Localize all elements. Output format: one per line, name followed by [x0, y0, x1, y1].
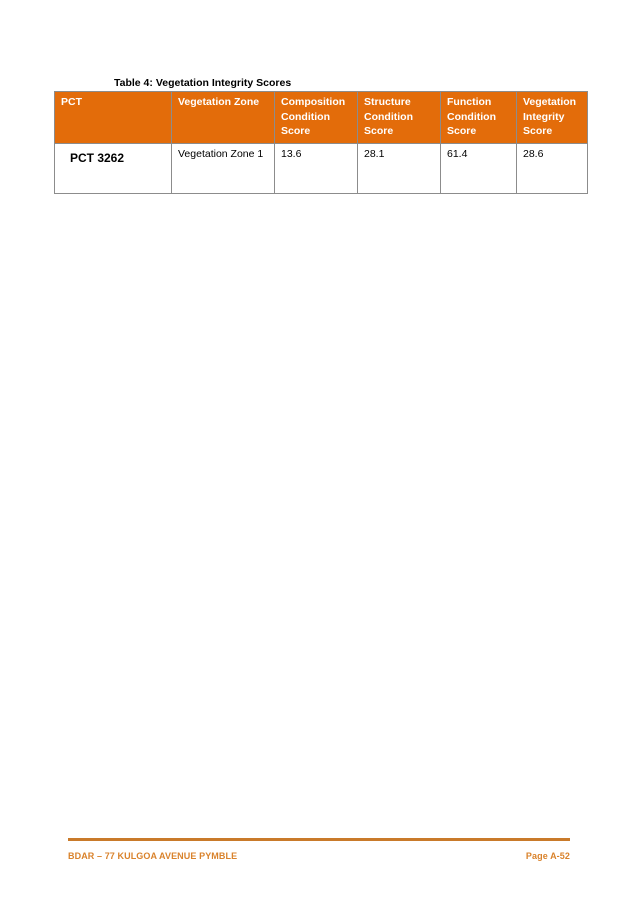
footer-page-number: Page A-52: [525, 851, 570, 861]
vegetation-integrity-table: PCT Vegetation Zone Composition Conditio…: [54, 91, 588, 194]
table-row: PCT 3262 Vegetation Zone 1 13.6 28.1 61.…: [54, 142, 588, 194]
cell-pct: PCT 3262: [54, 142, 172, 194]
column-header-function-score: Function Condition Score: [440, 91, 517, 144]
cell-function-score: 61.4: [440, 142, 517, 194]
column-header-pct: PCT: [54, 91, 172, 144]
cell-composition-score: 13.6: [274, 142, 358, 194]
cell-vegetation-zone: Vegetation Zone 1: [171, 142, 275, 194]
cell-vegetation-integrity-score: 28.6: [516, 142, 588, 194]
column-header-structure-score: Structure Condition Score: [357, 91, 441, 144]
table-caption: Table 4: Vegetation Integrity Scores: [114, 77, 292, 89]
cell-structure-score: 28.1: [357, 142, 441, 194]
column-header-vegetation-integrity-score: Vegetation Integrity Score: [516, 91, 588, 144]
footer-document-title: BDAR – 77 KULGOA AVENUE PYMBLE: [68, 851, 238, 861]
column-header-vegetation-zone: Vegetation Zone: [171, 91, 275, 144]
table-header-row: PCT Vegetation Zone Composition Conditio…: [54, 91, 588, 144]
column-header-composition-score: Composition Condition Score: [274, 91, 358, 144]
footer-divider: [68, 838, 570, 841]
